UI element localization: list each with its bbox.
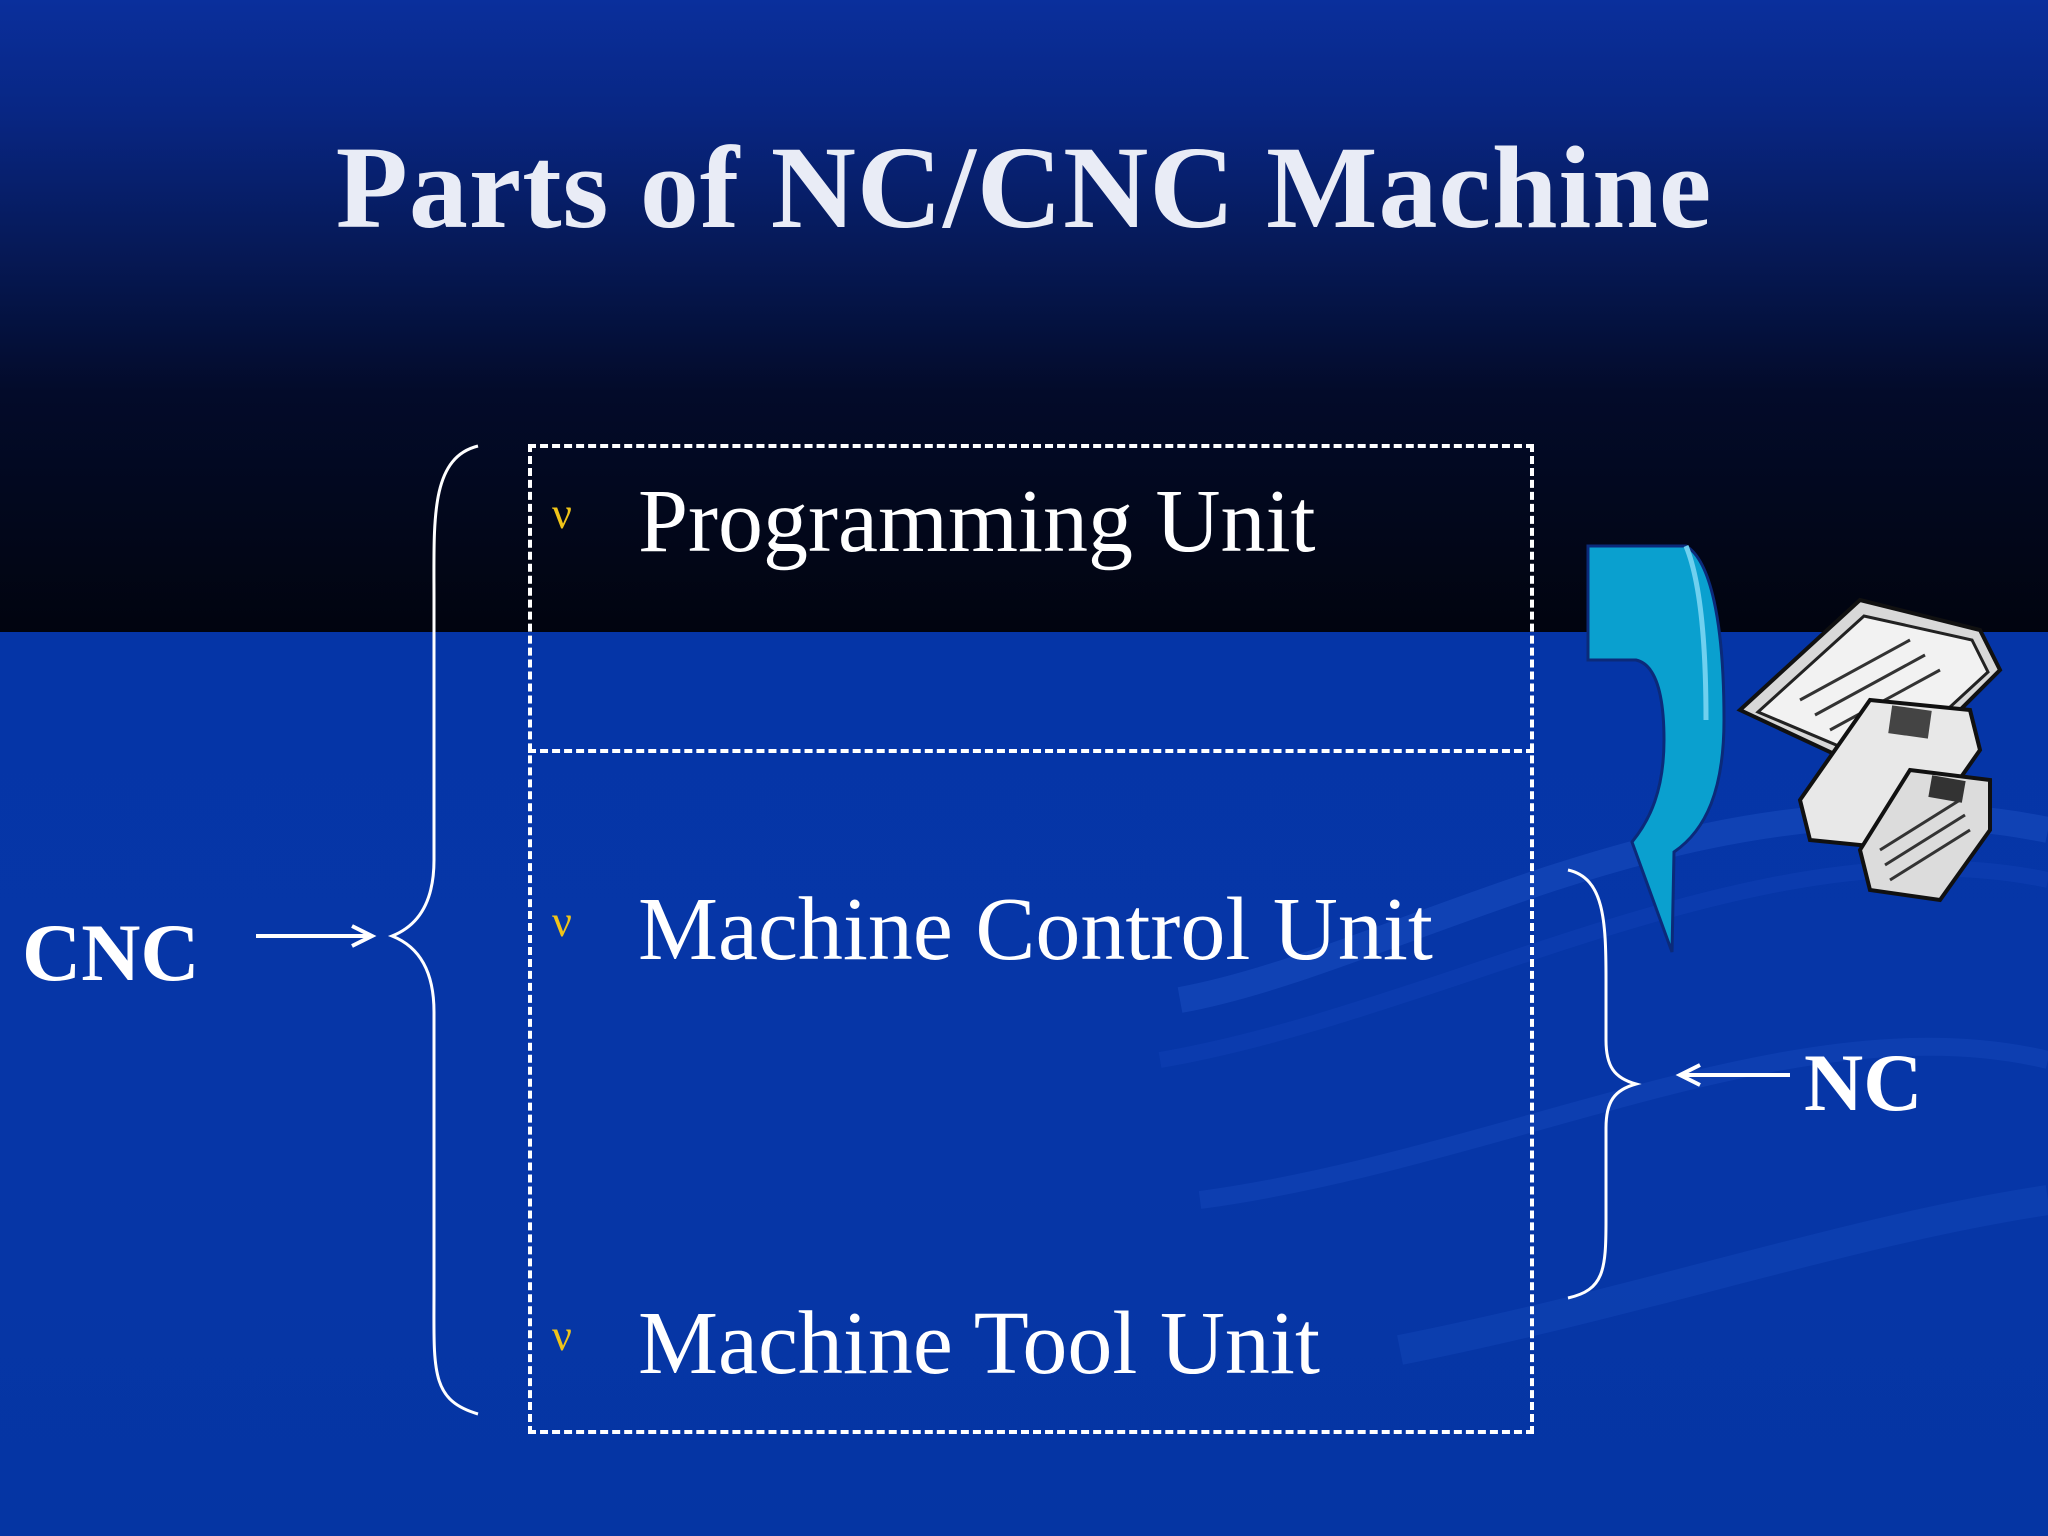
unit-label: Machine Control Unit (638, 880, 1433, 979)
list-item-machine-tool-unit: ν Machine Tool Unit (552, 1292, 1320, 1395)
slide-title: Parts of NC/CNC Machine (335, 122, 1713, 253)
cnc-label: CNC (22, 907, 200, 998)
nc-brace (1567, 868, 1642, 1300)
curved-down-arrow-icon (1586, 544, 1726, 953)
unit-label: Programming Unit (638, 472, 1316, 571)
units-dashed-box (528, 444, 1534, 1434)
bullet-icon: ν (552, 897, 572, 946)
list-item-programming-unit: ν Programming Unit (552, 470, 1315, 573)
list-item-machine-control-unit: ν Machine Control Unit (552, 878, 1433, 981)
nc-arrow-icon (1675, 1063, 1790, 1087)
floppy-disks-icon (1736, 597, 2003, 903)
background-dark-band (0, 0, 2048, 632)
cnc-brace (387, 444, 479, 1416)
unit-label: Machine Tool Unit (638, 1294, 1320, 1393)
units-divider (528, 749, 1534, 753)
bullet-icon: ν (552, 1311, 572, 1360)
bullet-icon: ν (552, 489, 572, 538)
nc-label: NC (1804, 1037, 1923, 1128)
cnc-arrow-icon (256, 924, 377, 948)
